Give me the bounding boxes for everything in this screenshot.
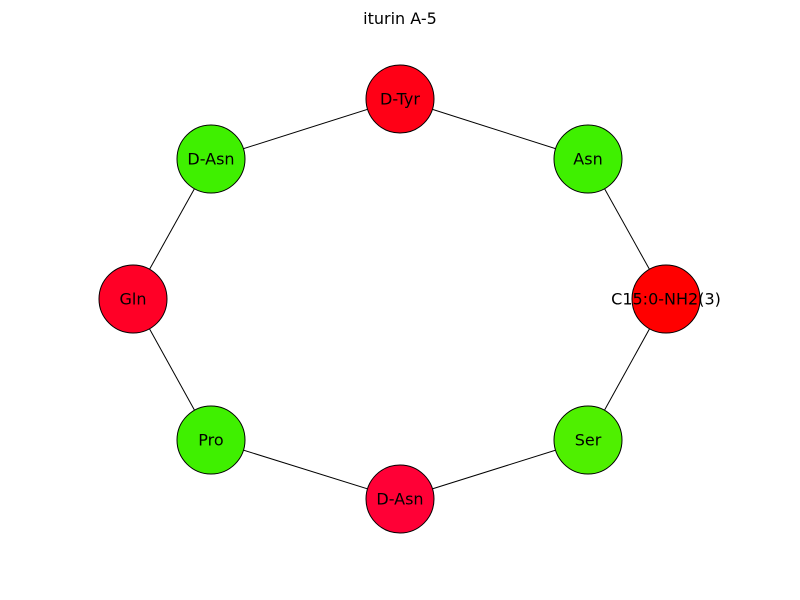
node-label: Pro	[198, 431, 223, 450]
node-1: Asn	[553, 124, 623, 194]
node-label: Ser	[575, 431, 602, 450]
node-label: C15:0-NH2(3)	[611, 290, 721, 309]
node-circle	[365, 64, 435, 134]
node-circle	[365, 464, 435, 534]
node-label: Gln	[120, 290, 147, 309]
node-circle	[98, 264, 168, 334]
node-4: D-Asn	[365, 464, 435, 534]
node-6: Gln	[98, 264, 168, 334]
diagram-title: iturin A-5	[363, 9, 437, 28]
node-label: D-Asn	[376, 490, 423, 509]
node-0: D-Tyr	[365, 64, 435, 134]
node-5: Pro	[176, 405, 246, 475]
node-7: D-Asn	[176, 124, 246, 194]
node-circle	[631, 264, 701, 334]
node-label: Asn	[573, 150, 602, 169]
node-circle	[553, 405, 623, 475]
node-circle	[553, 124, 623, 194]
node-3: Ser	[553, 405, 623, 475]
node-label: D-Asn	[187, 150, 234, 169]
node-circle	[176, 405, 246, 475]
node-label: D-Tyr	[380, 90, 420, 109]
node-circle	[176, 124, 246, 194]
node-2: C15:0-NH2(3)	[611, 264, 721, 334]
